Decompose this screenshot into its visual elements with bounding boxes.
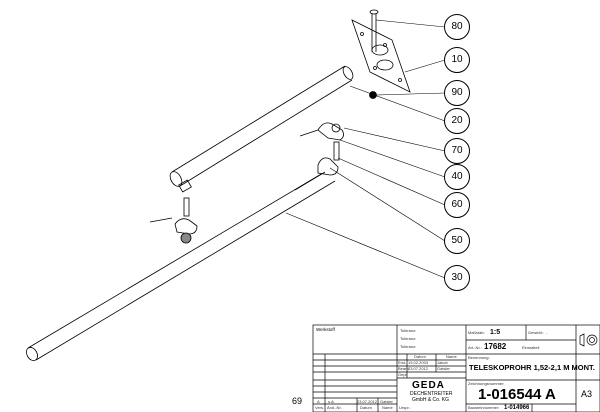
erst-name: Jakob bbox=[437, 360, 448, 365]
toleranz-label-2: Toleranz: bbox=[400, 336, 417, 341]
erst-datum: 19.02.2003 bbox=[408, 360, 429, 365]
balloon-7: 50 bbox=[444, 228, 470, 254]
title-block-frame bbox=[312, 324, 600, 412]
rev-header-name: Name bbox=[382, 405, 393, 410]
gepr-label: Gepr. bbox=[398, 372, 408, 377]
gewicht-label: Gewicht: bbox=[528, 330, 544, 335]
balloon-2: 90 bbox=[444, 80, 470, 106]
rev-vers: A bbox=[317, 399, 320, 404]
toleranz-label-1: Toleranz: bbox=[400, 328, 417, 333]
urspr-label: Urspr.: bbox=[399, 405, 411, 410]
werkstoff-label: Werkstoff bbox=[316, 327, 335, 332]
bearb-datum: 23.07.2012 bbox=[408, 366, 429, 371]
rev-header-datum: Datum bbox=[360, 405, 372, 410]
bearb-label: Bearb. bbox=[398, 366, 410, 371]
benennung-value: TELESKOPROHR 1,52-2,1 M MONT. bbox=[469, 363, 595, 372]
balloon-8: 30 bbox=[444, 265, 470, 291]
balloon-0: 80 bbox=[444, 14, 470, 40]
artnr-value: 17682 bbox=[484, 342, 507, 351]
baustein-value: 1-014966 bbox=[504, 405, 530, 411]
sheet-number: 69 bbox=[292, 396, 303, 406]
artnr-label: Art.-Nr.: bbox=[468, 345, 482, 350]
rev-aend: s.A. bbox=[328, 399, 335, 404]
rev-header-vers: Vers. bbox=[315, 405, 325, 410]
balloon-1: 10 bbox=[444, 47, 470, 73]
balloon-3: 20 bbox=[444, 108, 470, 134]
coupler-parts bbox=[149, 122, 344, 244]
baustein-label: Bausteinnummer: bbox=[468, 405, 500, 410]
toleranz-label-3: Toleranz: bbox=[400, 344, 417, 349]
company-logo: GEDA bbox=[412, 380, 445, 391]
rev-name: Gatsler bbox=[380, 399, 393, 404]
long-tube bbox=[26, 169, 336, 361]
massstab-value: 1:5 bbox=[490, 329, 501, 336]
datum-header: Datum bbox=[414, 354, 426, 359]
einmalteil-label: Einmalteil bbox=[522, 345, 540, 350]
balloon-4: 70 bbox=[444, 138, 470, 164]
wall-plate bbox=[351, 9, 411, 99]
massstab-label: Maßstab: bbox=[468, 330, 485, 335]
balloon-leaders bbox=[285, 19, 446, 279]
erst-label: Erst. bbox=[398, 360, 407, 365]
balloon-6: 60 bbox=[444, 192, 470, 218]
balloon-5: 40 bbox=[444, 164, 470, 190]
rev-datum: 23.07.2012 bbox=[357, 399, 378, 404]
format-value: A3 bbox=[581, 389, 593, 399]
company-line2: GmbH & Co. KG bbox=[412, 397, 449, 403]
name-header: Name bbox=[446, 354, 457, 359]
zeichnungsnummer-label: Zeichnungsnummer: bbox=[468, 381, 505, 386]
bearb-name: Gatsler bbox=[437, 366, 450, 371]
zeichnungsnummer-value: 1-016544 A bbox=[478, 386, 556, 403]
upper-tube bbox=[169, 65, 354, 193]
gewicht-value: - bbox=[546, 330, 548, 335]
benennung-label: Benennung: bbox=[468, 355, 490, 360]
company-line1: DECHENTREITER bbox=[410, 391, 453, 397]
rev-header-aend: Änd.-Nr. bbox=[327, 405, 342, 410]
